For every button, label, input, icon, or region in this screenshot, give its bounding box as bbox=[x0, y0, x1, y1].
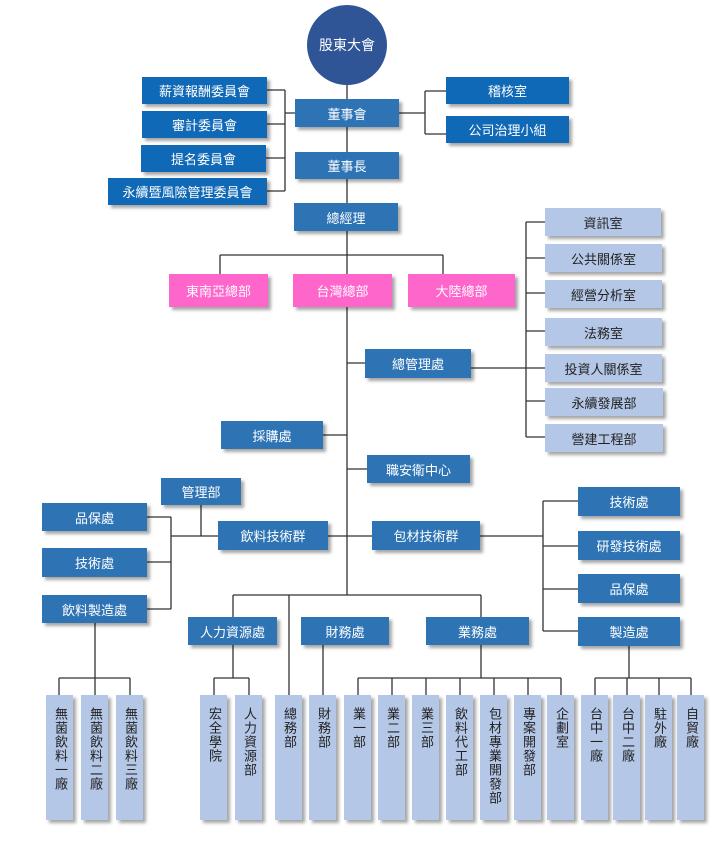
committee-audit: 審計委員會 bbox=[142, 111, 267, 138]
packaging-unit: 製造處 bbox=[578, 617, 680, 646]
beverage-unit: 技術處 bbox=[42, 548, 147, 577]
sales-unit: 業一部 bbox=[344, 695, 371, 820]
sales-unit: 業三部 bbox=[412, 695, 439, 820]
sales-unit: 企劃室 bbox=[547, 695, 574, 820]
admin-unit: 資訊室 bbox=[545, 208, 661, 236]
sales-unit: 業二部 bbox=[378, 695, 405, 820]
plant: 自貿廠 bbox=[677, 695, 704, 820]
beverage-unit: 品保處 bbox=[42, 503, 147, 531]
governance-team: 公司治理小組 bbox=[446, 116, 569, 143]
plant: 無菌飲料三廠 bbox=[116, 695, 143, 820]
admin-unit: 投資人關係室 bbox=[545, 354, 662, 382]
plant: 駐外廠 bbox=[645, 695, 672, 820]
admin-unit: 法務室 bbox=[545, 318, 662, 346]
general-affairs-dept: 總務部 bbox=[275, 695, 302, 820]
packaging-unit: 技術處 bbox=[578, 487, 680, 516]
finance-dept: 財務部 bbox=[309, 695, 336, 820]
committee-remuneration: 薪資報酬委員會 bbox=[142, 77, 267, 104]
admin-unit: 經營分析室 bbox=[545, 280, 662, 308]
admin-unit: 公共關係室 bbox=[545, 244, 662, 272]
plant: 台中一廠 bbox=[581, 695, 608, 820]
packaging-unit: 品保處 bbox=[578, 574, 680, 603]
chairman: 董事長 bbox=[295, 152, 399, 179]
sales-unit: 飲料代工部 bbox=[446, 695, 473, 820]
general-admin-division: 總管理處 bbox=[365, 349, 471, 378]
packaging-unit: 研發技術處 bbox=[578, 531, 680, 560]
hr-division: 人力資源處 bbox=[188, 617, 277, 645]
plant: 台中二廠 bbox=[613, 695, 640, 820]
safety-center: 職安衛中心 bbox=[367, 455, 470, 483]
plant: 無菌飲料一廠 bbox=[46, 695, 73, 820]
region-southeast-asia: 東南亞總部 bbox=[169, 274, 268, 307]
president: 總經理 bbox=[294, 203, 398, 231]
packaging-tech-group: 包材技術群 bbox=[372, 521, 480, 550]
hr-unit: 宏全學院 bbox=[200, 695, 227, 820]
sales-unit: 包材專業開發部 bbox=[480, 695, 507, 820]
beverage-tech-group: 飲料技術群 bbox=[218, 521, 328, 550]
finance-division: 財務處 bbox=[301, 617, 389, 645]
committee-nomination: 提名委員會 bbox=[141, 145, 266, 172]
sales-unit: 專案開發部 bbox=[514, 695, 541, 820]
sales-division: 業務處 bbox=[426, 617, 529, 645]
region-taiwan: 台灣總部 bbox=[293, 274, 392, 307]
hr-unit: 人力資源部 bbox=[235, 695, 262, 820]
admin-unit: 永續發展部 bbox=[545, 388, 663, 416]
committee-sustainability-risk: 永續暨風險管理委員會 bbox=[108, 178, 267, 205]
shareholders-meeting: 股東大會 bbox=[307, 5, 387, 85]
management-dept: 管理部 bbox=[161, 478, 241, 505]
procurement-division: 採購處 bbox=[221, 421, 323, 449]
admin-unit: 營建工程部 bbox=[545, 424, 663, 452]
beverage-unit: 飲料製造處 bbox=[42, 595, 147, 623]
region-mainland: 大陸總部 bbox=[408, 274, 515, 307]
board-of-directors: 董事會 bbox=[295, 99, 399, 127]
audit-office: 稽核室 bbox=[446, 77, 569, 104]
plant: 無菌飲料二廠 bbox=[81, 695, 108, 820]
